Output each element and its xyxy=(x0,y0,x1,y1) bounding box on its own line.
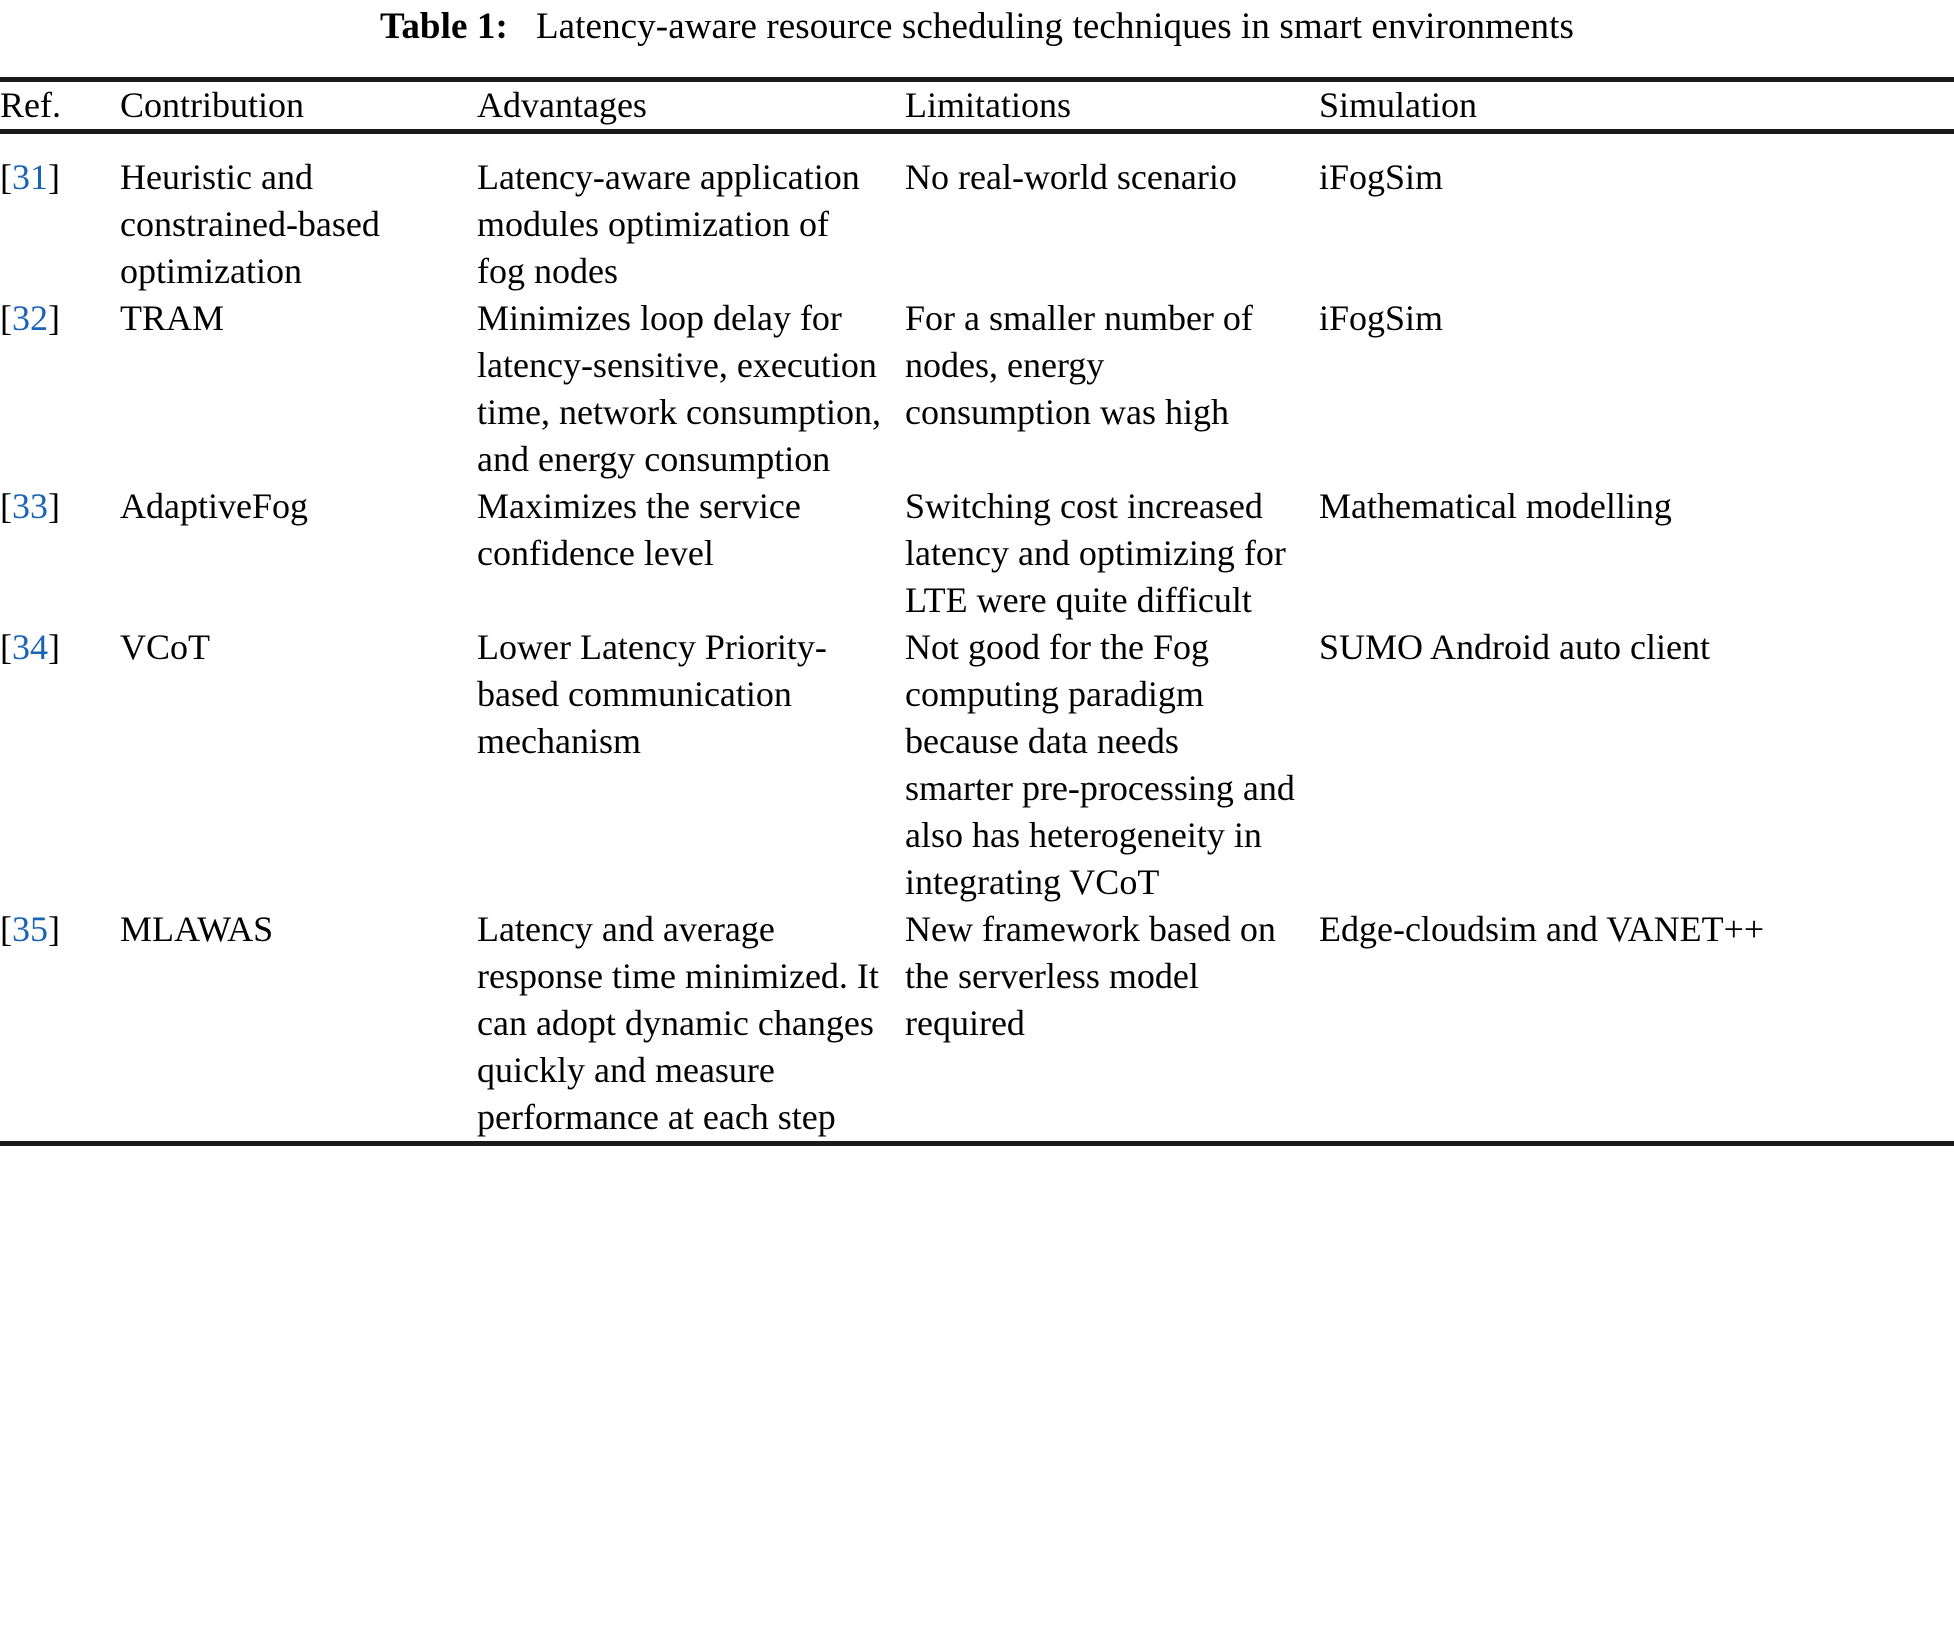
cell-limitations: New framework based on the serverless mo… xyxy=(905,906,1319,1141)
cell-contribution: Heuristic and constrained-based optimiza… xyxy=(120,134,477,295)
cell-ref: [33] xyxy=(0,483,120,624)
reference-bracket-close: ] xyxy=(48,298,60,338)
reference-number[interactable]: 33 xyxy=(12,486,48,526)
column-header-ref-label: Ref. xyxy=(0,85,61,125)
column-header-simulation-label: Simulation xyxy=(1319,85,1478,125)
column-header-limitations: Limitations xyxy=(905,82,1319,129)
cell-simulation: Mathematical modelling xyxy=(1319,483,1954,624)
reference-link[interactable]: [32] xyxy=(0,295,120,342)
cell-advantages-text: Minimizes loop delay for latency-sensiti… xyxy=(477,298,881,479)
column-header-advantages: Advantages xyxy=(477,82,905,129)
cell-contribution-text: MLAWAS xyxy=(120,909,274,949)
cell-simulation: Edge-cloudsim and VANET++ xyxy=(1319,906,1954,1141)
column-header-contribution-label: Contribution xyxy=(120,85,305,125)
cell-limitations: For a smaller number of nodes, energy co… xyxy=(905,295,1319,483)
table-bottom-rule xyxy=(0,1141,1954,1146)
reference-bracket-close: ] xyxy=(48,909,60,949)
column-header-advantages-label: Advantages xyxy=(477,85,647,125)
cell-contribution-text: AdaptiveFog xyxy=(120,486,308,526)
cell-contribution-text: TRAM xyxy=(120,298,225,338)
cell-advantages: Minimizes loop delay for latency-sensiti… xyxy=(477,295,905,483)
cell-limitations: Switching cost increased latency and opt… xyxy=(905,483,1319,624)
cell-simulation: iFogSim xyxy=(1319,295,1954,483)
table-caption: Table 1: Latency-aware resource scheduli… xyxy=(0,0,1954,50)
cell-advantages: Latency and average response time minimi… xyxy=(477,906,905,1141)
cell-ref: [35] xyxy=(0,906,120,1141)
cell-ref: [31] xyxy=(0,134,120,295)
cell-limitations-text: Not good for the Fog computing paradigm … xyxy=(905,627,1295,902)
column-header-simulation: Simulation xyxy=(1319,82,1954,129)
cell-simulation-text: Edge-cloudsim and VANET++ xyxy=(1319,909,1765,949)
latency-scheduling-table-body: [31]Heuristic and constrained-based opti… xyxy=(0,134,1954,1141)
column-header-contribution: Contribution xyxy=(120,82,477,129)
cell-limitations-text: No real-world scenario xyxy=(905,157,1237,197)
reference-bracket-close: ] xyxy=(48,627,60,667)
table-row: [31]Heuristic and constrained-based opti… xyxy=(0,134,1954,295)
cell-simulation-text: SUMO Android auto client xyxy=(1319,627,1710,667)
reference-bracket-close: ] xyxy=(48,157,60,197)
reference-number[interactable]: 35 xyxy=(12,909,48,949)
latency-scheduling-table: Ref. Contribution Advantages Limitations… xyxy=(0,82,1954,129)
cell-ref: [34] xyxy=(0,624,120,906)
caption-label: Table 1: xyxy=(379,6,508,47)
column-header-limitations-label: Limitations xyxy=(905,85,1071,125)
cell-limitations-text: New framework based on the serverless mo… xyxy=(905,909,1276,1043)
cell-advantages-text: Latency and average response time minimi… xyxy=(477,909,879,1137)
reference-bracket-open: [ xyxy=(0,157,12,197)
reference-bracket-open: [ xyxy=(0,627,12,667)
table-header-rule xyxy=(0,129,1954,134)
cell-simulation-text: iFogSim xyxy=(1319,298,1444,338)
cell-limitations-text: Switching cost increased latency and opt… xyxy=(905,486,1286,620)
cell-simulation: iFogSim xyxy=(1319,134,1954,295)
reference-number[interactable]: 34 xyxy=(12,627,48,667)
reference-link[interactable]: [35] xyxy=(0,906,120,953)
column-header-ref: Ref. xyxy=(0,82,120,129)
cell-contribution: VCoT xyxy=(120,624,477,906)
cell-advantages: Maximizes the service confidence level xyxy=(477,483,905,624)
reference-bracket-open: [ xyxy=(0,298,12,338)
cell-simulation: SUMO Android auto client xyxy=(1319,624,1954,906)
reference-link[interactable]: [31] xyxy=(0,144,120,201)
caption-text: Latency-aware resource scheduling techni… xyxy=(535,6,1575,47)
cell-ref: [32] xyxy=(0,295,120,483)
cell-limitations: No real-world scenario xyxy=(905,134,1319,295)
table-top-rule xyxy=(0,77,1954,82)
cell-contribution: MLAWAS xyxy=(120,906,477,1141)
cell-simulation-text: iFogSim xyxy=(1319,157,1444,197)
reference-bracket-open: [ xyxy=(0,486,12,526)
cell-contribution: AdaptiveFog xyxy=(120,483,477,624)
reference-link[interactable]: [33] xyxy=(0,483,120,530)
reference-bracket-close: ] xyxy=(48,486,60,526)
cell-advantages-text: Latency-aware application modules optimi… xyxy=(477,157,860,291)
cell-advantages-text: Maximizes the service confidence level xyxy=(477,486,801,573)
cell-limitations: Not good for the Fog computing paradigm … xyxy=(905,624,1319,906)
reference-link[interactable]: [34] xyxy=(0,624,120,671)
cell-advantages: Latency-aware application modules optimi… xyxy=(477,134,905,295)
cell-contribution-text: VCoT xyxy=(120,627,210,667)
reference-number[interactable]: 32 xyxy=(12,298,48,338)
cell-contribution-text: Heuristic and constrained-based optimiza… xyxy=(120,157,380,291)
cell-simulation-text: Mathematical modelling xyxy=(1319,486,1672,526)
cell-advantages-text: Lower Latency Priority-based communicati… xyxy=(477,627,827,761)
table-body: [31]Heuristic and constrained-based opti… xyxy=(0,134,1954,1141)
reference-bracket-open: [ xyxy=(0,909,12,949)
table-header-row: Ref. Contribution Advantages Limitations… xyxy=(0,82,1954,129)
cell-advantages: Lower Latency Priority-based communicati… xyxy=(477,624,905,906)
cell-contribution: TRAM xyxy=(120,295,477,483)
reference-number[interactable]: 31 xyxy=(12,157,48,197)
cell-limitations-text: For a smaller number of nodes, energy co… xyxy=(905,298,1253,432)
